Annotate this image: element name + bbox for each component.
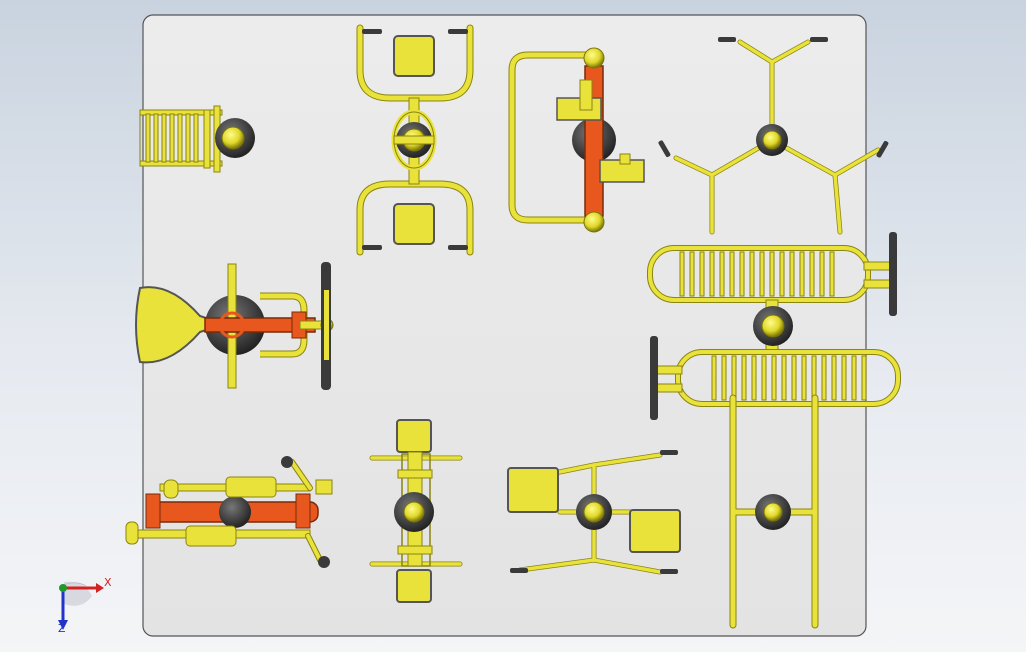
z-axis-arrow	[58, 620, 68, 630]
twin-seat-rower[interactable]	[369, 419, 463, 603]
elliptical-trainer[interactable]	[125, 456, 333, 568]
twin-ladder-bench[interactable]	[647, 232, 901, 420]
y-axis-dot	[59, 584, 67, 592]
cross-seat-station[interactable]	[507, 450, 681, 575]
z-axis-label: Z	[58, 622, 66, 635]
horse-rider-equipment[interactable]	[135, 262, 334, 390]
coordinate-triad[interactable]: X Z	[58, 576, 112, 635]
x-axis-label: X	[104, 576, 112, 589]
walker-station[interactable]	[729, 394, 819, 629]
chest-press-station[interactable]	[508, 47, 645, 233]
star-rotator[interactable]	[658, 37, 889, 235]
ladder-equipment[interactable]	[139, 105, 255, 173]
x-axis-arrow	[96, 583, 104, 593]
dual-seat-station[interactable]	[356, 24, 474, 256]
